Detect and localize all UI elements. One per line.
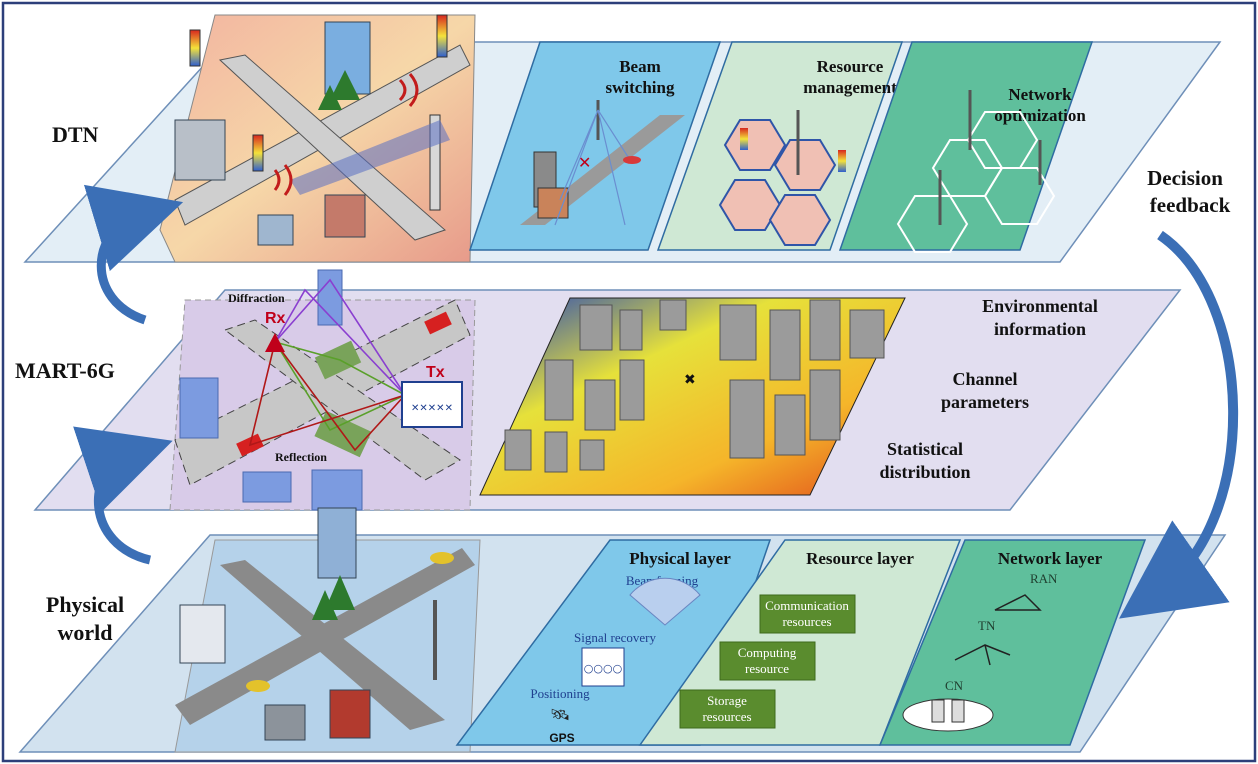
beam-car-icon [623,156,641,164]
channel-parameters-line1: Channel [952,369,1017,389]
rt-map-tx-icon: ✖ [684,372,696,388]
resource-layer-title: Resource layer [806,549,914,568]
tn-icon [954,644,1011,666]
hex-cells [718,119,837,246]
dtn-tree-icon [330,70,360,100]
dtn-tree-icon [318,85,342,110]
reflection-label: Reflection [275,450,327,464]
cn-database-icon [931,699,945,723]
gps-label: GPS [549,731,574,745]
environmental-info-line2: information [994,319,1086,339]
physical-layer-title: Physical layer [629,549,731,568]
statistical-distribution-line1: Statistical [887,439,963,459]
rt-map-buildings [504,299,885,473]
physical-to-mart-arrow [73,426,173,565]
phys-building-round [179,604,226,664]
rx-antenna-icon [265,333,285,352]
rm-colorbar [838,150,846,172]
beam-rays [554,109,631,226]
signal-recovery-icon [581,647,625,687]
satellite-icon: 🛰 [550,705,570,724]
ran-label: RAN [1030,571,1058,586]
channel-parameters-line2: parameters [941,392,1029,412]
environmental-info-line1: Environmental [982,296,1098,316]
storage-resources-line2: resources [702,709,751,724]
signal-recovery-label: Signal recovery [574,630,656,645]
positioning-label: Positioning [530,686,590,701]
mart-label: MART-6G [15,358,115,383]
dtn-colorbar [189,29,201,67]
tx-antenna-array-icon [401,381,463,428]
dtn-building-round [174,119,226,181]
decision-feedback-arrow [1119,230,1239,619]
computing-resource-line1: Computing [738,645,797,660]
diffraction-label: Diffraction [228,291,285,305]
dtn-layer: Beam switching ✕ Resource management Net… [23,14,1222,263]
rt-building-icon [179,377,219,439]
communication-resources-line1: Communication [765,598,849,613]
beam-switching-title-2: switching [606,78,675,97]
network-optimization-title-2: optimization [994,106,1086,125]
rx-label: Rx [265,310,286,327]
rt-car-icon [424,311,452,335]
rt-building-icon [311,469,363,511]
storage-resources-box [679,689,776,729]
network-optimization-title-1: Network [1008,85,1072,104]
signal-recovery-grid: ○○○○ [584,662,622,675]
physical-world-line2: world [58,620,113,645]
rt-rays [248,278,406,452]
tx-array-elements: ✕✕✕✕✕ [411,403,453,414]
communication-resources-box [759,594,856,634]
dtn-beam [290,120,450,195]
hex-grid [896,111,1056,253]
beam-switching-panel [468,41,722,251]
decision-feedback-line2: feedback [1150,193,1231,217]
dtn-building-red [324,194,366,238]
mart-layer: ✕✕✕✕✕ Diffraction Rx Tx Reflection ✖ Env… [15,269,1182,511]
phys-taxi-icon [246,680,270,692]
computing-resource-line2: resource [745,661,789,676]
phys-building-tall [317,507,357,579]
mart-to-dtn-arrow [83,184,184,325]
beam-switching-title-1: Beam [619,57,661,76]
dtn-tower-icon [429,114,441,211]
tx-label: Tx [426,364,445,381]
physical-layer-plane: Physical layer Beamforming Signal recove… [18,507,1227,753]
storage-resources-line1: Storage [707,693,747,708]
cn-cloud-icon [902,698,994,732]
decision-feedback-line1: Decision [1147,166,1223,190]
rt-building-icon [242,471,292,503]
network-layer-panel [878,539,1147,746]
dtn-label: DTN [52,122,99,147]
phys-tree-icon [325,575,355,610]
phys-barn-icon [329,689,371,739]
physical-world-line1: Physical [46,592,124,617]
ran-icon [994,594,1042,611]
dtn-signal-waves-icon [273,73,419,196]
resource-management-title-2: management [803,78,897,97]
dtn-road-b [218,54,446,241]
network-optimization-panel [838,41,1094,251]
phys-taxi-icon [430,552,454,564]
dtn-building-small [257,214,294,246]
rm-colorbar [740,128,748,150]
resource-management-title-1: Resource [817,57,884,76]
dtn-colorbar [436,14,448,58]
network-layer-title: Network layer [998,549,1103,568]
phys-house-icon [264,704,306,741]
phys-road-b [220,560,445,730]
tn-label: TN [978,618,996,633]
computing-resource-box [719,641,816,681]
cn-label: CN [945,678,964,693]
dtn-colorbar [252,134,264,172]
beamforming-icon [629,577,701,626]
cn-database-icon [951,699,965,723]
phys-tree-icon [312,590,338,620]
blocked-x-icon: ✕ [578,153,591,172]
communication-resources-line2: resources [782,614,831,629]
statistical-distribution-line2: distribution [879,462,970,482]
